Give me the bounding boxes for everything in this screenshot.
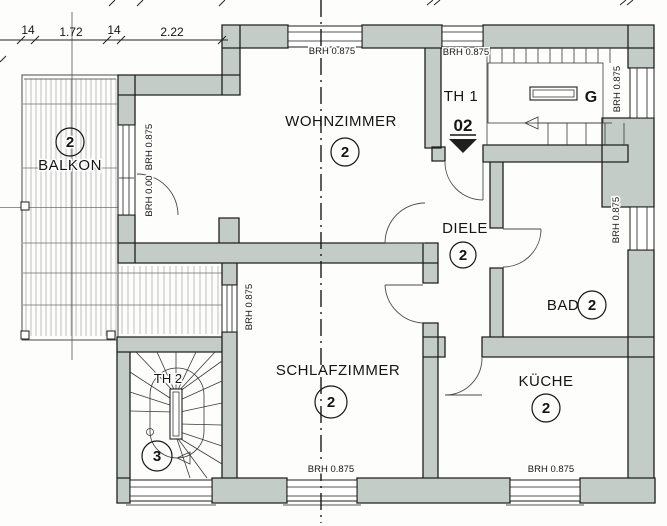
door-schlafzimmer-diele (384, 284, 424, 324)
entrance-door (444, 161, 484, 201)
window-th1-top (441, 25, 484, 48)
balcony-post (106, 330, 116, 340)
apartment-number: 02 (454, 116, 473, 135)
window-schlafzimmer-west (221, 284, 238, 333)
window-bad-right (629, 206, 655, 251)
window-th2-bottom (126, 479, 216, 506)
brh-th1-top: BRH 0.875 (443, 47, 489, 58)
balcony-post (20, 201, 30, 211)
brh-wohnzimmer-top: BRH 0.875 (309, 46, 355, 57)
brh-balkon-door-high: BRH 0.875 (144, 124, 155, 170)
stair-th1-handrail-inner (532, 89, 575, 98)
dim-label: 2.22 (160, 25, 184, 39)
unit-circle-wohnzimmer (330, 137, 360, 167)
stair-th2-treads (129, 351, 223, 479)
stairwell-th1-label: TH 1 (444, 88, 479, 105)
dim-label: 1.72 (59, 25, 83, 39)
room-label-schlafzimmer: SCHLAFZIMMER (276, 362, 400, 379)
unit-nr-balkon: 2 (66, 134, 74, 151)
unit-circle-kueche (531, 393, 561, 423)
unit-circle-bad (577, 290, 607, 320)
door-wohnzimmer-diele (384, 202, 426, 244)
window-kueche-bottom (506, 479, 584, 506)
unit-nr-wohnzimmer: 2 (341, 144, 349, 161)
unit-circle-th2 (141, 440, 173, 472)
unit-circle-balkon (55, 127, 85, 157)
dim-label: 14 (107, 23, 121, 37)
room-label-wohnzimmer: WOHNZIMMER (285, 113, 397, 130)
stair-th2 (129, 351, 223, 479)
doors (136, 161, 542, 396)
room-label-kueche: KÜCHE (518, 372, 573, 390)
unit-nr-schlafzimmer: 2 (327, 394, 335, 411)
stair-th2-newel (169, 388, 183, 440)
brh-kueche-bottom: BRH 0.875 (528, 464, 574, 475)
balcony-area (0, 74, 223, 341)
brh-schlafzimmer-west: BRH 0.875 (244, 284, 255, 330)
brh-schlafzimmer-bottom: BRH 0.875 (308, 464, 354, 475)
door-bad (502, 228, 542, 268)
stairwell-th2-label: TH 2 (154, 371, 182, 386)
unit-circle-schlafzimmer (314, 385, 348, 419)
stair-th1-upper-treads (489, 48, 611, 63)
reference-lines (0, 0, 634, 523)
stair-th2-start-dot (146, 428, 154, 436)
window-schlafzimmer-bottom (283, 479, 361, 506)
unit-nr-th2: 3 (153, 448, 161, 465)
stair-th1 (486, 48, 625, 145)
window-wohnzimmer-top (287, 25, 363, 48)
dimension-chain (0, 35, 228, 45)
door-kueche (444, 357, 483, 396)
windows (117, 25, 655, 506)
balcony-ext-hatch (121, 266, 219, 334)
stair-th1-lower-treads (547, 123, 625, 145)
stair-th2-newel-inner (172, 391, 180, 437)
unit-nr-bad: 2 (588, 297, 596, 314)
balcony-door (117, 124, 136, 216)
balcony-door-swing (136, 173, 179, 216)
stair-th1-handrail (529, 86, 578, 101)
cropped-dim-ticks (0, 0, 634, 63)
unit-nr-diele: 2 (459, 247, 467, 264)
stair-th2-arrow (176, 451, 191, 465)
brh-balkon-door-low: BRH 0.00 (144, 175, 155, 216)
labels: 14 1.72 14 2.22 WOHNZIMMER 2 SCHLAFZIMME… (21, 23, 624, 477)
stair-g-label: G (585, 89, 597, 106)
unit-nr-kueche: 2 (542, 400, 550, 417)
room-label-balkon: BALKON (38, 157, 102, 174)
balcony-division-lines (0, 103, 222, 306)
dim-label: 14 (21, 23, 35, 37)
room-label-bad: BAD (547, 297, 579, 314)
unit-circle-diele (449, 241, 477, 269)
entrance-marker-triangle (449, 139, 477, 153)
brh-bad-right: BRH 0.875 (611, 197, 622, 243)
room-label-diele: DIELE (442, 220, 488, 237)
stair-th1-arrow (524, 116, 539, 130)
window-stair-right (629, 67, 655, 119)
balcony-post (20, 330, 30, 340)
brh-stair-right: BRH 0.875 (612, 66, 623, 112)
